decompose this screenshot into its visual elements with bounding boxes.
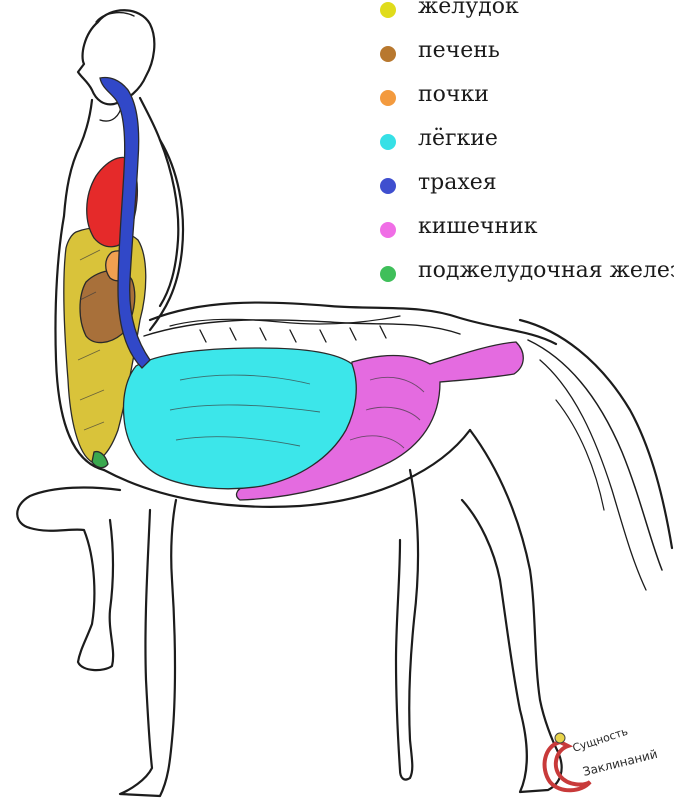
legend-item-stomach: желудок xyxy=(372,0,674,32)
watermark-line2: Заклинаний xyxy=(581,747,659,779)
legend-label: почки xyxy=(418,82,489,107)
legend-item-pancreas: поджелудочная железа xyxy=(372,252,674,296)
watermark-star-icon xyxy=(555,733,565,743)
legend-item-liver: печень xyxy=(372,32,674,76)
watermark-line1: Сущность xyxy=(571,728,630,755)
legend-item-trachea: трахея xyxy=(372,164,674,208)
legend-label: трахея xyxy=(418,170,497,195)
intestine-color-dot xyxy=(380,222,396,238)
legend-label: поджелудочная железа xyxy=(418,258,674,283)
watermark-logo: Сущность Заклинаний xyxy=(538,728,672,796)
kidneys-color-dot xyxy=(380,90,396,106)
legend-label: желудок xyxy=(418,0,519,19)
liver-color-dot xyxy=(380,46,396,62)
legend-item-kidneys: почки xyxy=(372,76,674,120)
organ-legend: желудок печень почки лёгкие трахея кишеч… xyxy=(372,0,674,296)
legend-label: кишечник xyxy=(418,214,538,239)
legend-item-intestine: кишечник xyxy=(372,208,674,252)
legend-label: печень xyxy=(418,38,500,63)
lungs-color-dot xyxy=(380,134,396,150)
trachea-color-dot xyxy=(380,178,396,194)
stomach-color-dot xyxy=(380,2,396,18)
legend-item-lungs: лёгкие xyxy=(372,120,674,164)
legend-label: лёгкие xyxy=(418,126,498,151)
pancreas-color-dot xyxy=(380,266,396,282)
